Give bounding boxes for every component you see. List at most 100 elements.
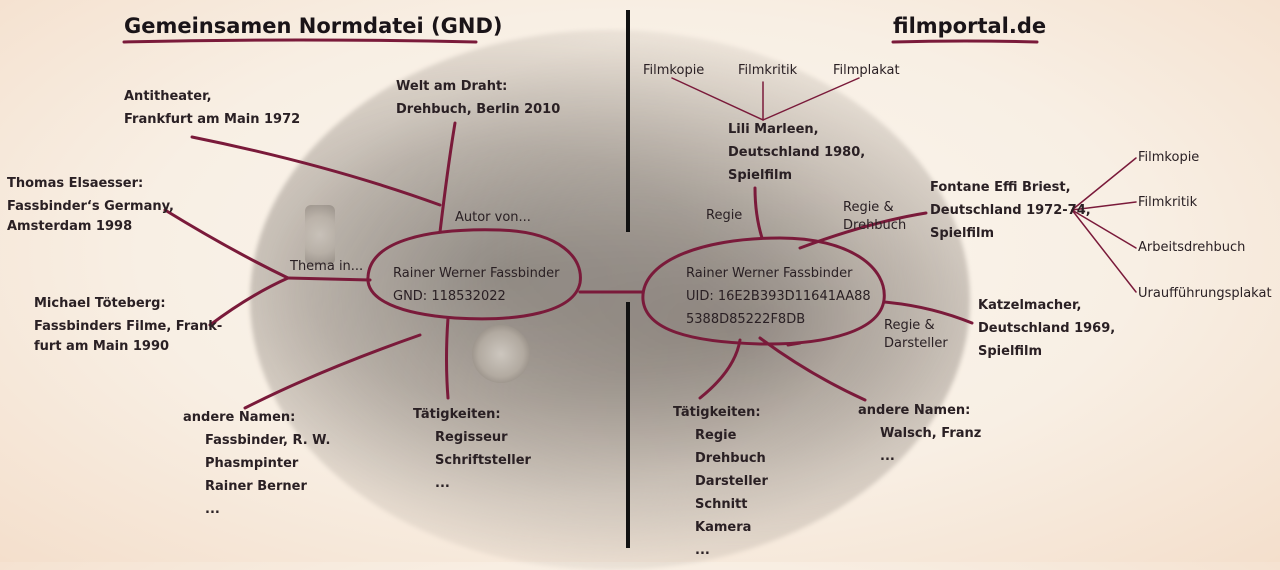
names-left: andere Namen: Fassbinder, R. W. Phasmpin… xyxy=(183,406,330,521)
effi-item-filmkritik: Filmkritik xyxy=(1138,195,1198,210)
name-item: Fassbinder, R. W. xyxy=(205,433,331,448)
line-effi-plakat xyxy=(1071,209,1137,293)
relation-line: Regie & xyxy=(843,200,894,215)
filmportal-center-node: Rainer Werner Fassbinder UID: 16E2B393D1… xyxy=(686,262,871,331)
film-line: Spielfilm xyxy=(978,344,1043,359)
names-label: andere Namen: xyxy=(183,410,296,425)
activities-label: Tätigkeiten: xyxy=(413,407,501,422)
node-line: Drehbuch, Berlin 2010 xyxy=(396,102,561,117)
camera-reel xyxy=(472,325,530,383)
name-item: Walsch, Franz xyxy=(880,426,982,441)
activity-item: Schnitt xyxy=(695,497,748,512)
activity-item: Kamera xyxy=(695,520,752,535)
names-label: andere Namen: xyxy=(858,403,971,418)
name-item: ... xyxy=(880,449,895,464)
line-effi xyxy=(798,211,928,250)
line-katzel xyxy=(882,300,974,325)
node-welt-am-draht: Welt am Draht: Drehbuch, Berlin 2010 xyxy=(396,75,560,121)
relation-regie-drehbuch: Regie & Drehbuch xyxy=(843,199,906,235)
relation-line: Drehbuch xyxy=(843,218,907,233)
film-katzelmacher: Katzelmacher, Deutschland 1969, Spielfil… xyxy=(978,294,1115,363)
node-line: Fassbinders Filme, Frank- xyxy=(34,319,223,334)
line-names-right xyxy=(758,336,867,402)
activity-item: ... xyxy=(695,543,710,558)
line-names-left xyxy=(243,333,422,410)
node-line: Frankfurt am Main 1972 xyxy=(124,112,301,127)
film-lili-marleen: Lili Marleen, Deutschland 1980, Spielfil… xyxy=(728,118,865,187)
lili-item-filmkopie: Filmkopie xyxy=(643,63,705,78)
filmportal-title: filmportal.de xyxy=(893,14,1047,38)
relation-thema-in: Thema in... xyxy=(290,259,364,274)
line-lili xyxy=(753,186,764,240)
relation-regie: Regie xyxy=(706,208,743,223)
name-item: ... xyxy=(205,502,220,517)
film-line: Lili Marleen, xyxy=(728,122,819,137)
relation-line: Darsteller xyxy=(884,336,948,351)
activity-item: Regie xyxy=(695,428,737,443)
line-activities-left xyxy=(445,316,450,400)
gnd-title: Gemeinsamen Normdatei (GND) xyxy=(124,14,503,38)
uid-line: UID: 16E2B393D11641AA88 xyxy=(686,289,871,304)
filmportal-center-ellipse xyxy=(641,236,886,346)
line-activities-right xyxy=(698,338,742,400)
activities-right: Tätigkeiten: Regie Drehbuch Darsteller S… xyxy=(673,401,768,562)
relation-line: Regie & xyxy=(884,318,935,333)
activity-item: Darsteller xyxy=(695,474,768,489)
activity-item: Schriftsteller xyxy=(435,453,531,468)
line-welt xyxy=(438,121,457,234)
film-line: Deutschland 1980, xyxy=(728,145,866,160)
effi-item-urauffuehrungsplakat: Uraufführungsplakat xyxy=(1138,286,1272,301)
film-line: Katzelmacher, xyxy=(978,298,1082,313)
activity-item: Regisseur xyxy=(435,430,508,445)
node-line: Michael Töteberg: xyxy=(34,296,166,311)
node-line: Fassbinder‘s Germany, xyxy=(7,199,174,214)
node-line: Antitheater, xyxy=(124,89,212,104)
camera-lens xyxy=(305,205,335,265)
node-line: Thomas Elsaesser: xyxy=(7,176,144,191)
activity-item: Drehbuch xyxy=(695,451,766,466)
line-elsaesser xyxy=(163,208,290,280)
name-item: Phasmpinter xyxy=(205,456,299,471)
node-antitheater: Antitheater, Frankfurt am Main 1972 xyxy=(124,85,300,131)
center-name: Rainer Werner Fassbinder xyxy=(686,266,853,281)
node-toeteberg: Michael Töteberg: Fassbinders Filme, Fra… xyxy=(34,292,222,356)
film-line: Deutschland 1969, xyxy=(978,321,1116,336)
lili-item-filmkritik: Filmkritik xyxy=(738,63,798,78)
node-line: Welt am Draht: xyxy=(396,79,508,94)
effi-item-arbeitsdrehbuch: Arbeitsdrehbuch xyxy=(1138,240,1246,255)
film-line: Spielfilm xyxy=(930,226,995,241)
film-line: Fontane Effi Briest, xyxy=(930,180,1071,195)
activities-label: Tätigkeiten: xyxy=(673,405,761,420)
line-antitheater xyxy=(190,135,442,207)
activities-left: Tätigkeiten: Regisseur Schriftsteller ..… xyxy=(413,403,531,495)
node-elsaesser: Thomas Elsaesser: Fassbinder‘s Germany, … xyxy=(7,172,174,236)
effi-item-filmkopie: Filmkopie xyxy=(1138,150,1200,165)
line-lili-filmplakat xyxy=(762,77,860,121)
center-name: Rainer Werner Fassbinder xyxy=(393,266,560,281)
uid-line: 5388D85222F8DB xyxy=(686,312,806,327)
names-right: andere Namen: Walsch, Franz ... xyxy=(858,399,981,468)
background-photo xyxy=(250,30,970,570)
line-regie-darsteller-stub xyxy=(786,341,802,347)
line-effi-filmkritik xyxy=(1071,201,1137,211)
line-effi-arbeitsdrehbuch xyxy=(1071,209,1137,249)
gnd-center-node: Rainer Werner Fassbinder GND: 118532022 xyxy=(393,262,559,308)
name-item: Rainer Berner xyxy=(205,479,307,494)
node-line: furt am Main 1990 xyxy=(34,339,170,354)
relation-regie-darsteller: Regie & Darsteller xyxy=(884,317,948,353)
title-underline-gnd xyxy=(122,38,478,44)
node-line: Amsterdam 1998 xyxy=(7,219,133,234)
line-effi-filmkopie xyxy=(1071,157,1137,211)
line-lili-filmkopie xyxy=(671,77,764,121)
gnd-center-ellipse xyxy=(366,228,582,321)
film-effi-briest: Fontane Effi Briest, Deutschland 1972-74… xyxy=(930,176,1091,245)
activity-item: ... xyxy=(435,476,450,491)
relation-autor-von: Autor von... xyxy=(455,210,531,225)
gnd-id: GND: 118532022 xyxy=(393,289,506,304)
lili-item-filmplakat: Filmplakat xyxy=(833,63,900,78)
title-underline-filmportal xyxy=(891,39,1039,44)
line-toeteberg xyxy=(208,276,290,327)
line-thema xyxy=(286,276,372,282)
film-line: Deutschland 1972-74, xyxy=(930,203,1091,218)
